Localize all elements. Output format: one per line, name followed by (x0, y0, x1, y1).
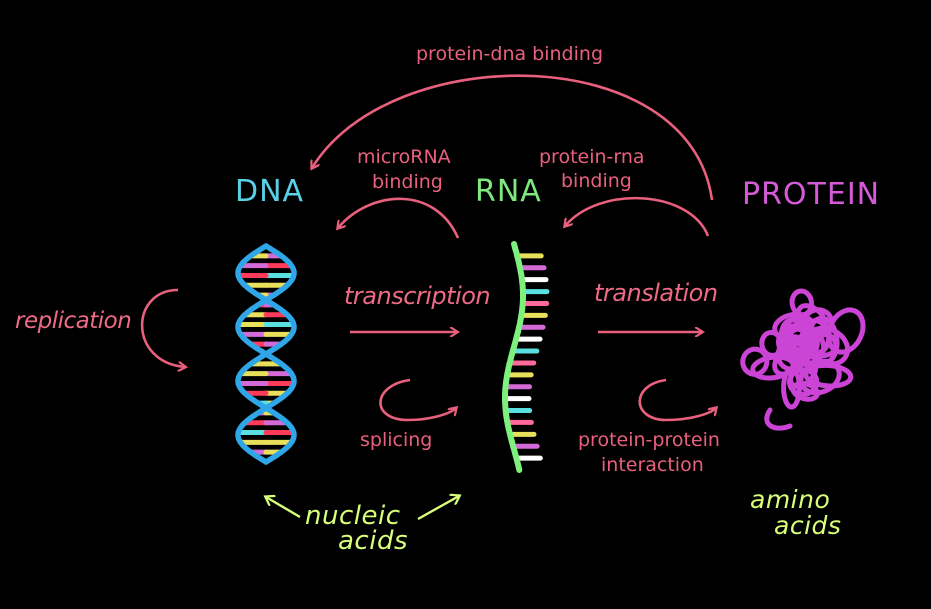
rna-backbone (502, 241, 526, 473)
protein-coil (789, 288, 815, 318)
protein-title: PROTEIN (742, 177, 881, 212)
amino-acids-label-line2: acids (774, 511, 842, 540)
protein-dna-binding-label: protein-dna binding (416, 43, 604, 65)
protein-rna-binding-label-line1: protein-rna (539, 146, 645, 168)
dna-helix (235, 243, 297, 465)
splicing-arrow (379, 378, 456, 422)
microrna-binding-label-line1: microRNA (357, 146, 451, 168)
translation-label: translation (594, 279, 718, 307)
microrna-binding-arrow (338, 197, 460, 239)
rna-strand (502, 241, 550, 473)
nucleic-acids-label-line1: nucleic (305, 501, 401, 531)
protein-dna-binding-arrow (312, 74, 714, 201)
protein-coil (790, 381, 820, 402)
protein-tail (764, 407, 793, 431)
microrna-binding-label-line2: binding (372, 171, 443, 193)
replication-label: replication (15, 308, 132, 334)
protein-rna-binding-arrow (565, 196, 710, 237)
protein-protein-arrow (638, 378, 716, 422)
protein-coil (750, 354, 796, 381)
nucleic-acids-label-line2: acids (338, 526, 409, 556)
nucleic-left-arrow (266, 497, 301, 519)
protein-rna-binding-label-line2: binding (561, 170, 632, 192)
replication-arrow (140, 288, 185, 367)
dna-backbone (235, 243, 297, 465)
protein-structure (740, 288, 866, 431)
protein-coil (775, 334, 810, 372)
protein-protein-label-line1: protein-protein (578, 429, 720, 451)
splicing-label: splicing (360, 429, 433, 451)
rna-title: RNA (475, 174, 542, 209)
dna-title: DNA (235, 174, 305, 209)
amino-acids-label-line1: amino (750, 485, 831, 514)
transcription-label: transcription (344, 282, 491, 310)
protein-protein-label-line2: interaction (601, 454, 704, 476)
nucleic-right-arrow (417, 496, 459, 521)
